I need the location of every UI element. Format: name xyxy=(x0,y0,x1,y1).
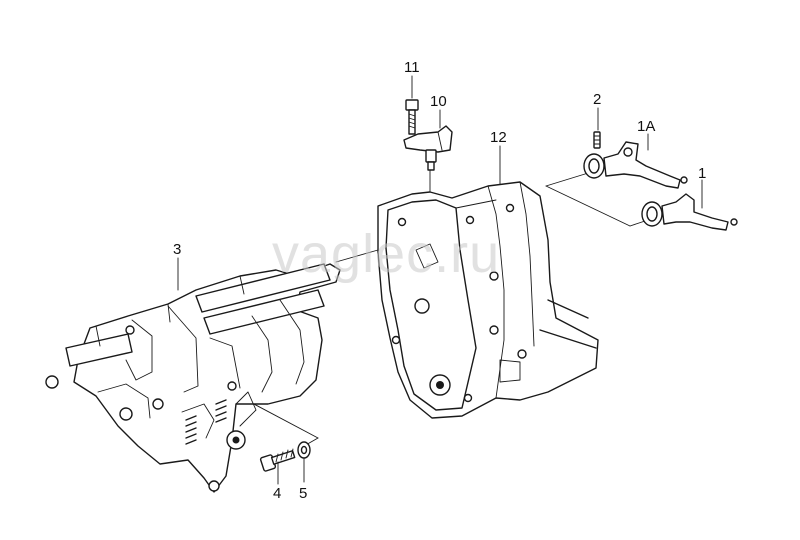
washer-5 xyxy=(297,441,311,459)
callout-10: 10 xyxy=(430,93,447,110)
callout-leaders xyxy=(177,75,703,485)
bolt-11 xyxy=(405,99,419,135)
selector-assembly xyxy=(45,263,341,493)
watermark: vaglec.ru xyxy=(272,224,500,284)
callout-5: 5 xyxy=(299,485,307,502)
shift-lever-1 xyxy=(641,193,738,231)
callout-labels: 11 10 2 1A 12 1 3 4 5 xyxy=(173,59,706,502)
bolt-4 xyxy=(259,448,296,472)
sensor-bracket xyxy=(403,125,453,171)
pin-2 xyxy=(593,131,601,149)
callout-2: 2 xyxy=(593,91,601,108)
callout-1: 1 xyxy=(698,165,706,182)
shift-lever-1a xyxy=(583,141,688,189)
callout-4: 4 xyxy=(273,485,281,502)
callout-3: 3 xyxy=(173,241,181,258)
callout-12: 12 xyxy=(490,129,507,146)
gearbox-housing xyxy=(377,181,599,419)
callout-11: 11 xyxy=(404,59,420,76)
callout-1a: 1A xyxy=(637,118,655,135)
